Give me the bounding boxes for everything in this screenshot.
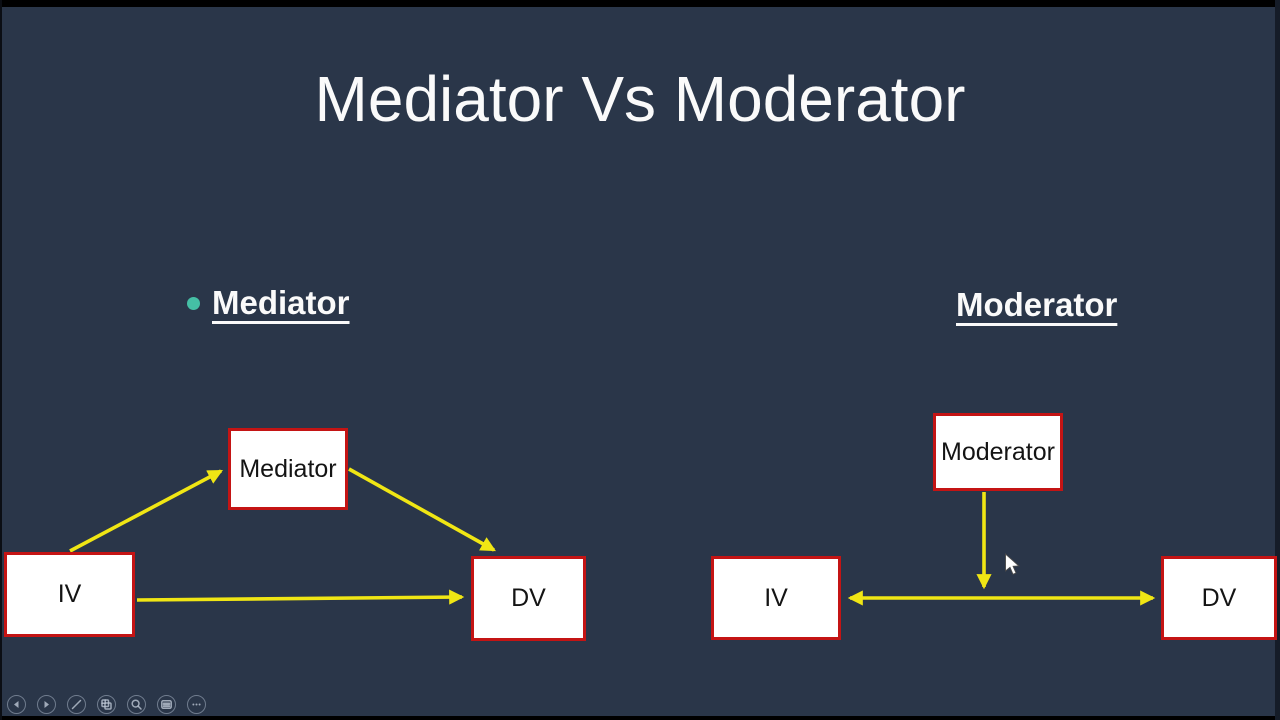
heading-moderator: Moderator: [956, 286, 1118, 323]
presenter-toolbar: [7, 695, 206, 715]
node-dv-label: DV: [1201, 583, 1237, 612]
pen-annotate-button[interactable]: [67, 695, 86, 714]
node-mediator-box: Mediator: [228, 428, 348, 510]
see-all-slides-button[interactable]: [97, 695, 116, 714]
node-iv-box: IV: [4, 552, 135, 637]
ellipsis-icon: [192, 703, 201, 706]
node-dv-box: DV: [471, 556, 586, 641]
node-dv-box-right: DV: [1161, 556, 1277, 640]
node-iv-box-right: IV: [711, 556, 841, 640]
node-moderator-label: Moderator: [941, 437, 1055, 466]
node-dv-label: DV: [511, 584, 546, 612]
letterbox-right-edge: [1275, 0, 1280, 720]
previous-slide-button[interactable]: [7, 695, 26, 714]
next-slide-button[interactable]: [37, 695, 56, 714]
slide-title: Mediator Vs Moderator: [314, 63, 966, 135]
pen-icon: [71, 699, 82, 710]
chevron-left-icon: [14, 701, 19, 708]
captions-button[interactable]: [157, 695, 176, 714]
zoom-slide-button[interactable]: [127, 695, 146, 714]
slides-grid-icon: [101, 699, 112, 710]
node-mediator-label: Mediator: [239, 454, 337, 483]
letterbox-left-edge: [0, 0, 2, 720]
chevron-right-icon: [44, 701, 49, 708]
node-iv-label: IV: [764, 583, 788, 612]
more-options-button[interactable]: [187, 695, 206, 714]
node-moderator-box: Moderator: [933, 413, 1063, 491]
heading-mediator: Mediator: [212, 284, 350, 321]
node-iv-label: IV: [57, 580, 82, 608]
captions-icon: [161, 700, 172, 709]
bullet-icon: [187, 297, 200, 310]
magnifier-icon: [131, 699, 142, 710]
